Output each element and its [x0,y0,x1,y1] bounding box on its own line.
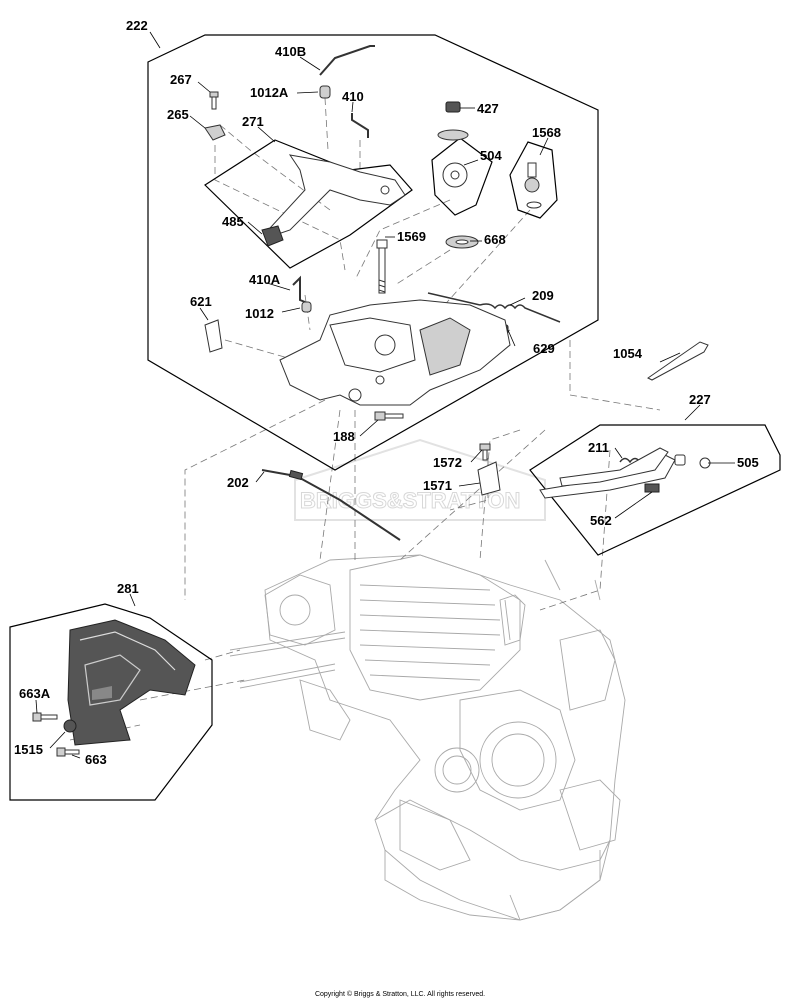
callout-227: 227 [689,392,711,407]
callout-504: 504 [480,148,502,163]
link-410 [351,113,369,138]
screw-1572 [479,443,491,461]
lever-assembly-227 [539,447,711,499]
clip-621 [204,319,223,353]
callout-629: 629 [533,341,555,356]
callout-1054: 1054 [613,346,643,361]
callout-211: 211 [588,440,609,455]
callout-209: 209 [532,288,554,303]
screw-663A [32,712,58,722]
callout-222: 222 [126,18,148,33]
callout-668: 668 [484,232,506,247]
group-frame-227 [529,424,781,556]
callout-1012: 1012 [245,306,274,321]
callout-271: 271 [242,114,264,129]
screw-663 [56,747,80,757]
callout-leaders [35,31,735,759]
bracket-1571 [477,461,501,496]
screw-267 [209,91,219,110]
cover-281 [67,619,196,746]
fitting-1568 [524,162,542,209]
callout-1012A: 1012A [250,85,289,100]
callout-621: 621 [190,294,212,309]
group-frame-271 [204,139,413,269]
spring-209 [427,292,561,323]
engine-block [229,554,626,921]
pin-562 [644,483,660,493]
governor-lever-271 [261,154,406,247]
group-frame-1568 [509,141,558,219]
screw-1569 [376,239,388,294]
bushing-1012 [301,301,312,313]
callout-505: 505 [737,455,759,470]
callout-410B: 410B [275,44,306,59]
callout-labels: 222 410B 267 1012A 410 427 265 271 1568 … [14,18,759,767]
callout-265: 265 [167,107,189,122]
callout-188: 188 [333,429,355,444]
group-frame-281 [9,603,213,801]
control-bracket [279,299,511,406]
callout-410A: 410A [249,272,281,287]
callout-485: 485 [222,214,244,229]
copyright-text: Copyright © Briggs & Stratton, LLC. All … [315,990,485,998]
callout-281: 281 [117,581,139,596]
group-frame-222 [147,34,599,471]
callout-1569: 1569 [397,229,426,244]
pulley-668 [445,235,479,249]
callout-1515: 1515 [14,742,43,757]
callout-202: 202 [227,475,249,490]
pulley-504 [437,129,469,188]
callout-1571: 1571 [423,478,452,493]
cable-tie-1054 [647,341,709,381]
washer [674,454,686,466]
rod-202-sleeve [288,469,304,481]
callout-562: 562 [590,513,612,528]
callout-427: 427 [477,101,499,116]
nut-1515 [63,719,77,733]
callout-663: 663 [85,752,107,767]
link-410A [292,275,306,303]
callout-663A: 663A [19,686,51,701]
assembly-lines [69,97,661,741]
watermark: BRIGGS&STRATTON [294,438,546,521]
callout-410: 410 [342,89,364,104]
clip-265 [204,124,226,141]
nut-427 [445,101,461,113]
bushing-1012A [319,85,331,99]
callout-1568: 1568 [532,125,561,140]
link-410B [319,45,375,76]
callout-267: 267 [170,72,192,87]
callout-1572: 1572 [433,455,462,470]
screw-188 [374,411,404,421]
